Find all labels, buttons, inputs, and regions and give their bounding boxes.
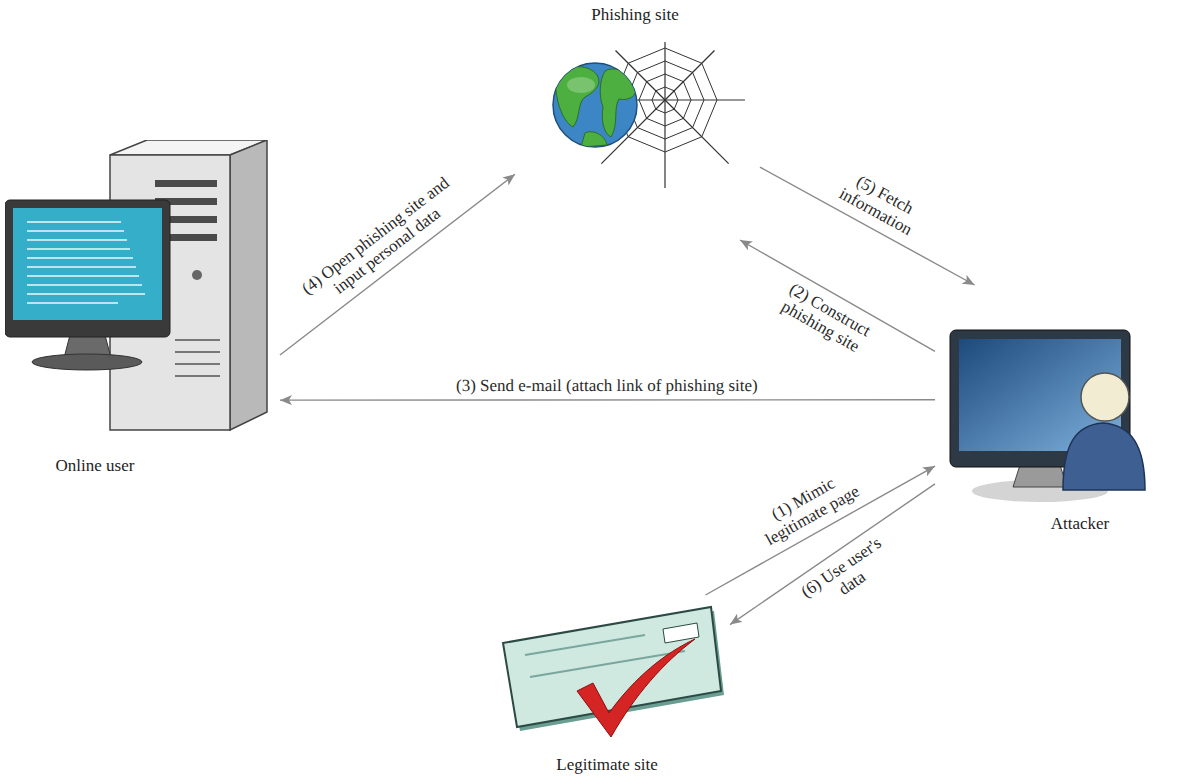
icon-part: [230, 140, 267, 430]
icon-part: [581, 132, 607, 147]
icon-part: [32, 354, 142, 370]
edge-label: (1) Mimic legitimate page: [740, 459, 875, 557]
online-user-node: Online user: [5, 140, 280, 485]
icon-part: [664, 42, 665, 100]
icon-part: [567, 77, 595, 93]
node-label: Attacker: [1051, 514, 1110, 534]
icon-part: [1063, 423, 1145, 490]
icon-part: [13, 208, 162, 320]
icon-part: [556, 67, 636, 147]
icon-part: [1081, 373, 1129, 421]
icon-part: [27, 275, 139, 277]
icon-part: [652, 87, 678, 113]
check-mark: [577, 639, 695, 737]
legitimate-site-node: Legitimate site: [485, 595, 730, 780]
attacker-node: Attacker: [935, 285, 1155, 540]
icon-part: [1013, 465, 1067, 487]
icon-part: [192, 270, 202, 280]
icon-part: [600, 69, 636, 137]
icon-part: [626, 61, 704, 139]
icon-part: [27, 302, 118, 304]
globe: [553, 63, 637, 147]
icon-part: [175, 375, 220, 377]
icon-part: [639, 74, 691, 126]
spider-web: [585, 42, 745, 188]
icon-part: [525, 635, 645, 655]
icon-part: [665, 99, 745, 100]
node-label: Phishing site: [591, 5, 678, 25]
edge-label: (6) Use user's data: [789, 528, 906, 624]
edge-label: (4) Open phishing site and input persona…: [283, 163, 479, 326]
attacker-person: [1063, 373, 1145, 490]
icon-part: [27, 221, 121, 223]
icon-part: [27, 230, 124, 232]
icon-part: [556, 67, 599, 127]
node-label: Online user: [56, 456, 135, 476]
flow-arrow: [280, 174, 515, 355]
edge-label: (5) Fetch information: [827, 163, 933, 244]
node-label: Legitimate site: [556, 755, 658, 775]
edge-label: (3) Send e-mail (attach link of phishing…: [454, 377, 760, 396]
pc-monitor: [5, 200, 170, 370]
icon-part: [27, 293, 145, 295]
icon-part: [27, 239, 127, 241]
icon-part: [27, 257, 133, 259]
phishing-site-node: Phishing site: [515, 5, 765, 240]
icon-part: [175, 363, 220, 365]
node-icon: [515, 5, 765, 240]
edge-label: (2) Construct phishing site: [765, 273, 884, 363]
icon-part: [175, 351, 220, 353]
icon-part: [27, 266, 136, 268]
node-icon: [935, 285, 1155, 540]
icon-part: [553, 63, 637, 147]
flow-arrow: [280, 399, 935, 401]
node-icon: [485, 595, 730, 780]
icon-part: [175, 339, 220, 341]
icon-part: [27, 284, 142, 286]
node-icon: [5, 140, 280, 485]
icon-part: [5, 200, 170, 337]
icon-part: [27, 248, 130, 250]
icon-part: [155, 180, 217, 187]
